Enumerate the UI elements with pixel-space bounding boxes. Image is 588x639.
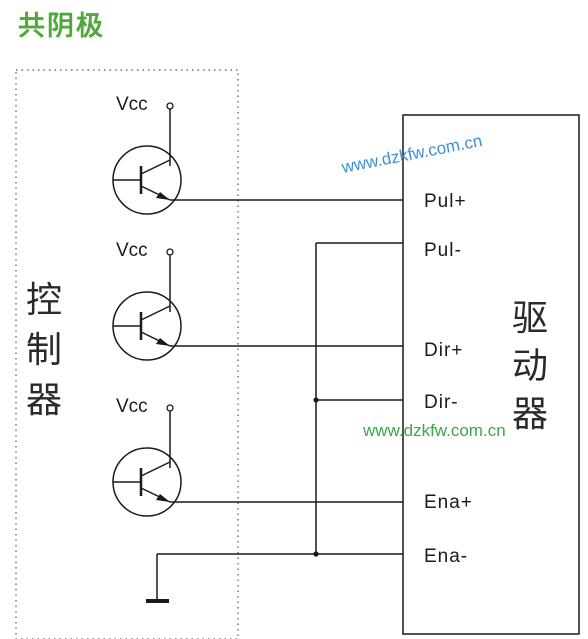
vcc-terminal-1 xyxy=(166,102,174,110)
page-title: 共阴极 xyxy=(18,11,105,42)
pin-dir-minus: Dir- xyxy=(424,392,459,413)
controller-label-char-3: 器 xyxy=(26,380,62,421)
pin-ena-minus: Ena- xyxy=(424,546,468,567)
vcc-label-3: Vcc xyxy=(116,396,148,417)
junction-dot-2 xyxy=(313,551,319,557)
pin-pul-minus: Pul- xyxy=(424,240,462,261)
controller-box xyxy=(15,69,239,639)
driver-label-char-1: 驱 xyxy=(512,298,548,339)
watermark-green: www.dzkfw.com.cn xyxy=(362,421,506,440)
vcc-label-2: Vcc xyxy=(116,240,148,261)
pin-pul-plus: Pul+ xyxy=(424,191,467,212)
watermark-blue: www.dzkfw.com.cn xyxy=(339,131,484,177)
driver-label-char-2: 动 xyxy=(512,346,548,387)
controller-label-char-1: 控 xyxy=(26,280,62,321)
transistor-2: Vcc xyxy=(112,240,182,361)
vcc-terminal-2 xyxy=(166,248,174,256)
pin-dir-plus: Dir+ xyxy=(424,340,463,361)
driver-label-char-3: 器 xyxy=(512,394,548,435)
vcc-label-1: Vcc xyxy=(116,94,148,115)
ground-symbol xyxy=(146,599,169,603)
vcc-terminal-3 xyxy=(166,404,174,412)
junction-dot-1 xyxy=(313,397,319,403)
controller-label-char-2: 制 xyxy=(26,330,62,371)
transistor-3: Vcc xyxy=(112,396,182,517)
pin-ena-plus: Ena+ xyxy=(424,492,473,513)
driver-box xyxy=(402,114,580,635)
transistor-1: Vcc xyxy=(112,94,182,215)
